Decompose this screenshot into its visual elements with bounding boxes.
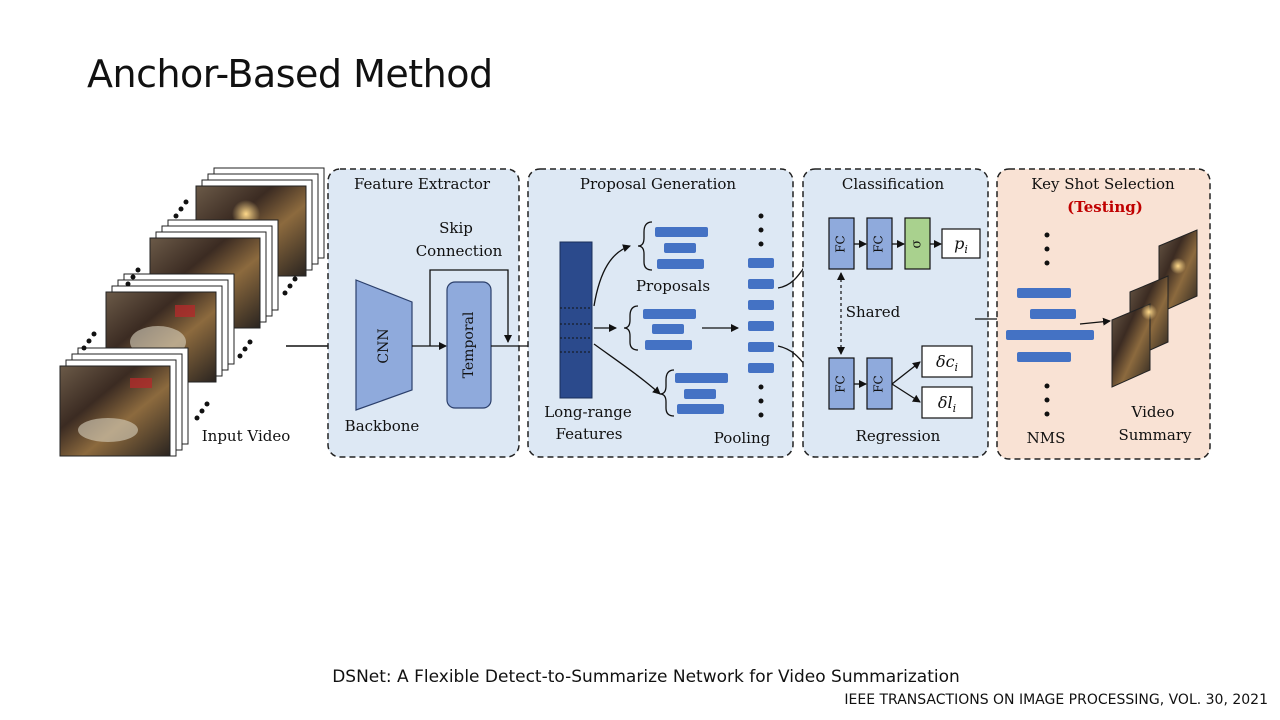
length-offset-box bbox=[921, 386, 973, 419]
long-range-label: Long-range bbox=[544, 403, 632, 421]
paper-source: IEEE TRANSACTIONS ON IMAGE PROCESSING, V… bbox=[844, 692, 1268, 708]
nms-bars bbox=[1006, 232, 1094, 417]
cnn-label: CNN bbox=[376, 328, 392, 363]
fc-label: FC bbox=[834, 235, 848, 253]
shared-label: Shared bbox=[846, 303, 901, 321]
testing-label: (Testing) bbox=[1067, 198, 1143, 216]
cnn-block bbox=[355, 279, 413, 411]
fc-label: FC bbox=[834, 375, 848, 393]
score-output-label: pi bbox=[954, 234, 968, 256]
proposal-generation-panel: Proposal Generation Long-range Features … bbox=[527, 168, 794, 458]
key-shot-selection-panel: Key Shot Selection (Testing) NMS Video S… bbox=[996, 168, 1211, 460]
proposal-group bbox=[659, 369, 728, 417]
paper-caption: DSNet: A Flexible Detect-to-Summarize Ne… bbox=[332, 667, 960, 687]
center-offset-label: δci bbox=[936, 352, 958, 374]
classification-title: Classification bbox=[842, 175, 945, 193]
score-output-box bbox=[941, 228, 981, 259]
ellipsis-dots bbox=[81, 199, 298, 421]
center-offset-box bbox=[921, 345, 973, 378]
fc-label: FC bbox=[872, 235, 886, 253]
proposal-generation-title: Proposal Generation bbox=[580, 175, 736, 193]
temporal-block bbox=[446, 281, 492, 409]
input-video-label: Input Video bbox=[202, 427, 291, 445]
backbone-label: Backbone bbox=[345, 417, 420, 435]
slide-title: Anchor-Based Method bbox=[87, 52, 493, 96]
sigmoid-block bbox=[904, 217, 931, 270]
skip-connection-arrow bbox=[429, 269, 512, 346]
proposal-group bbox=[637, 221, 708, 271]
features-label: Features bbox=[556, 425, 623, 443]
feature-extractor-panel: Feature Extractor CNN Backbone Skip Conn… bbox=[327, 168, 559, 458]
classification-panel: Classification FC FC σ pi Shared FC FC δ… bbox=[802, 168, 989, 458]
input-video-frames: Input Video bbox=[59, 167, 325, 457]
long-range-feature-bar bbox=[559, 241, 593, 399]
summary-frames bbox=[1111, 229, 1198, 388]
key-shot-selection-title: Key Shot Selection bbox=[1031, 175, 1175, 193]
temporal-label: Temporal bbox=[461, 311, 477, 378]
proposals-label: Proposals bbox=[636, 277, 710, 295]
pooled-features bbox=[748, 213, 774, 418]
skip-label: Skip bbox=[439, 219, 473, 237]
regression-label: Regression bbox=[856, 427, 941, 445]
feature-extractor-title: Feature Extractor bbox=[354, 175, 491, 193]
fc-block bbox=[828, 217, 855, 270]
connection-label: Connection bbox=[416, 242, 503, 260]
nms-label: NMS bbox=[1027, 429, 1066, 447]
summary-label: Summary bbox=[1119, 426, 1192, 444]
proposal-group bbox=[623, 305, 696, 351]
fc-label: FC bbox=[872, 375, 886, 393]
video-label: Video bbox=[1131, 403, 1175, 421]
video-frame-stack bbox=[59, 347, 189, 457]
sigmoid-label: σ bbox=[910, 239, 925, 248]
length-offset-label: δli bbox=[938, 393, 956, 415]
pooling-label: Pooling bbox=[714, 429, 771, 447]
